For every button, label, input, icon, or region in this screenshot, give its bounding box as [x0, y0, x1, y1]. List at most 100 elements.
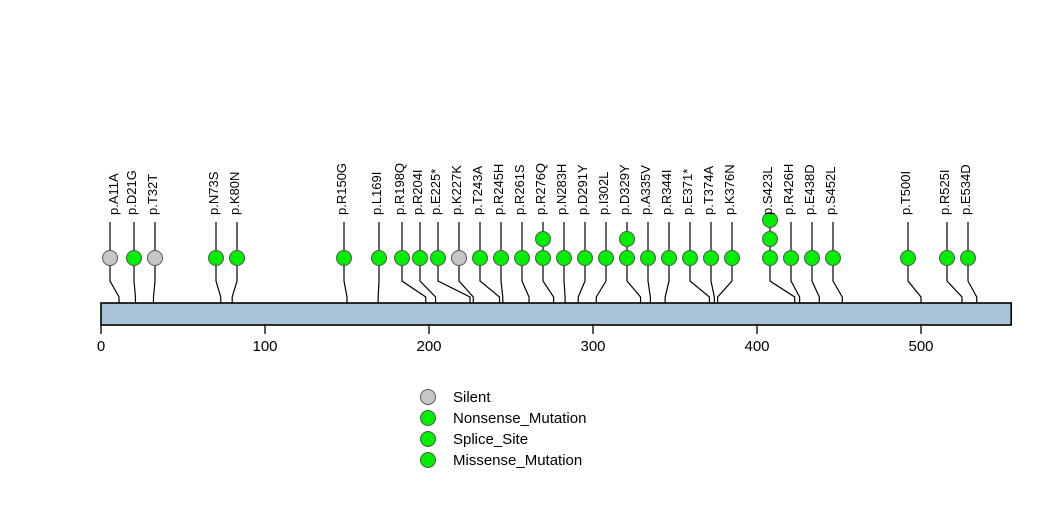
- mutation-label: p.D21G: [124, 170, 139, 215]
- mutation-marker[interactable]: [598, 250, 614, 266]
- mutation-marker[interactable]: [762, 231, 778, 247]
- mutation-stem: [967, 222, 978, 303]
- x-axis-tick-label: 100: [252, 338, 277, 355]
- mutation-marker[interactable]: [703, 250, 719, 266]
- mutation-label: p.R261S: [512, 164, 527, 215]
- mutation-stem: [563, 222, 566, 303]
- mutation-stem: [458, 222, 474, 303]
- mutation-marker[interactable]: [394, 250, 410, 266]
- mutation-marker[interactable]: [783, 250, 799, 266]
- mutation-marker[interactable]: [147, 250, 163, 266]
- mutation-marker[interactable]: [762, 250, 778, 266]
- mutation-label: p.S452L: [823, 167, 838, 215]
- x-axis-layer: 0 100 200 300 400 500: [97, 325, 934, 355]
- mutation-stem: [479, 222, 501, 303]
- mutation-marker[interactable]: [493, 250, 509, 266]
- mutation-marker[interactable]: [556, 250, 572, 266]
- mutation-stems-layer: [109, 222, 978, 303]
- mutation-label: p.D291Y: [575, 164, 590, 215]
- mutation-stem: [500, 222, 504, 303]
- mutation-marker[interactable]: [412, 250, 428, 266]
- legend-swatch: [420, 410, 436, 426]
- mutation-stem: [377, 222, 380, 303]
- mutation-marker[interactable]: [371, 250, 387, 266]
- mutation-label: p.T374A: [701, 166, 716, 215]
- x-axis-tick-label: 200: [416, 338, 441, 355]
- mutation-label: p.A335V: [638, 165, 653, 215]
- mutation-marker[interactable]: [619, 250, 635, 266]
- mutation-label: p.E225*: [428, 169, 443, 215]
- mutation-marker[interactable]: [960, 250, 976, 266]
- mutation-marker[interactable]: [535, 250, 551, 266]
- mutation-label: p.K227K: [449, 165, 464, 215]
- legend-swatch: [420, 452, 436, 468]
- mutation-marker[interactable]: [804, 250, 820, 266]
- mutation-marker[interactable]: [619, 231, 635, 247]
- legend-label: Silent: [453, 389, 491, 406]
- mutation-stem: [401, 222, 427, 303]
- mutation-marker[interactable]: [661, 250, 677, 266]
- mutation-stem: [215, 222, 222, 303]
- mutation-stem: [710, 222, 715, 303]
- mutation-marker[interactable]: [336, 250, 352, 266]
- mutation-marker[interactable]: [451, 250, 467, 266]
- x-axis-tick-label: 300: [580, 338, 605, 355]
- mutation-label: p.K376N: [722, 164, 737, 215]
- protein-backbone-bar: [100, 302, 1013, 326]
- mutation-marker[interactable]: [102, 250, 118, 266]
- mutation-label: p.R150G: [334, 163, 349, 215]
- mutation-marker[interactable]: [577, 250, 593, 266]
- mutation-label: p.R198Q: [392, 163, 407, 215]
- mutation-label: p.T500I: [898, 171, 913, 215]
- mutation-stem: [717, 222, 733, 303]
- mutation-stem: [647, 222, 651, 303]
- mutation-label: p.R426H: [781, 164, 796, 215]
- mutation-marker[interactable]: [229, 250, 245, 266]
- mutation-marker[interactable]: [640, 250, 656, 266]
- mutation-label: p.K80N: [227, 172, 242, 215]
- mutation-marker[interactable]: [514, 250, 530, 266]
- mutation-stem: [231, 222, 238, 303]
- mutation-label: p.T32T: [145, 174, 160, 215]
- mutation-stem: [577, 222, 586, 303]
- mutation-label: p.N283H: [554, 164, 569, 215]
- legend-swatch: [420, 431, 436, 447]
- mutation-label: p.D329Y: [617, 164, 632, 215]
- legend-label: Splice_Site: [453, 431, 528, 448]
- mutation-label: p.R204I: [410, 169, 425, 215]
- mutation-marker[interactable]: [762, 212, 778, 228]
- mutation-stem: [419, 222, 437, 303]
- mutation-stem: [133, 222, 137, 303]
- mutation-stem: [811, 222, 820, 303]
- mutation-marker[interactable]: [472, 250, 488, 266]
- mutation-label: p.N73S: [206, 171, 221, 215]
- mutation-stem: [521, 222, 530, 303]
- x-axis-tick-label: 500: [908, 338, 933, 355]
- mutation-marker[interactable]: [724, 250, 740, 266]
- legend-swatch: [420, 389, 436, 405]
- mutation-label: p.R245H: [491, 164, 506, 215]
- mutation-marker[interactable]: [535, 231, 551, 247]
- x-axis-tick-label: 0: [97, 338, 105, 355]
- mutation-stem: [437, 222, 471, 303]
- mutation-stem: [946, 222, 963, 303]
- mutation-marker[interactable]: [825, 250, 841, 266]
- mutation-marker[interactable]: [900, 250, 916, 266]
- mutation-marker[interactable]: [208, 250, 224, 266]
- mutation-marker[interactable]: [682, 250, 698, 266]
- mutation-stem: [109, 222, 120, 303]
- legend: SilentNonsense_MutationSplice_SiteMissen…: [420, 389, 586, 469]
- mutation-marker[interactable]: [126, 250, 142, 266]
- mutation-label: p.I302L: [596, 172, 611, 215]
- legend-label: Nonsense_Mutation: [453, 410, 586, 427]
- x-axis-tick-label: 400: [744, 338, 769, 355]
- protein-bar-layer: [100, 302, 1013, 326]
- legend-label: Missense_Mutation: [453, 452, 582, 469]
- mutation-stem: [595, 222, 607, 303]
- mutation-stem: [907, 222, 922, 303]
- mutation-marker[interactable]: [430, 250, 446, 266]
- mutation-stem: [832, 222, 843, 303]
- mutation-marker[interactable]: [939, 250, 955, 266]
- mutation-label: p.R525I: [937, 169, 952, 215]
